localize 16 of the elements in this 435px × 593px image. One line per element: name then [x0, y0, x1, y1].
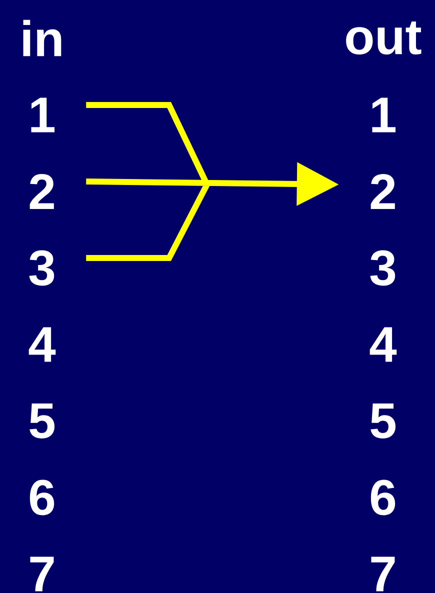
- number-label: 1: [372, 98, 396, 132]
- number-label: 3: [370, 250, 396, 286]
- number-label: 5: [370, 404, 396, 438]
- number-label: 7: [30, 556, 54, 592]
- number-label: 2: [30, 174, 54, 209]
- number-label: 6: [30, 480, 54, 516]
- number-label: 2: [370, 174, 395, 209]
- number-label: 4: [28, 327, 56, 362]
- number-label: 7: [371, 556, 395, 592]
- number-label: 6: [370, 480, 396, 516]
- number-label: 3: [29, 250, 54, 286]
- number-label: 5: [30, 404, 54, 438]
- number-label: 1: [31, 98, 54, 132]
- number-label: 4: [370, 327, 397, 362]
- column-heading: in: [23, 20, 62, 56]
- column-heading: out: [346, 21, 422, 55]
